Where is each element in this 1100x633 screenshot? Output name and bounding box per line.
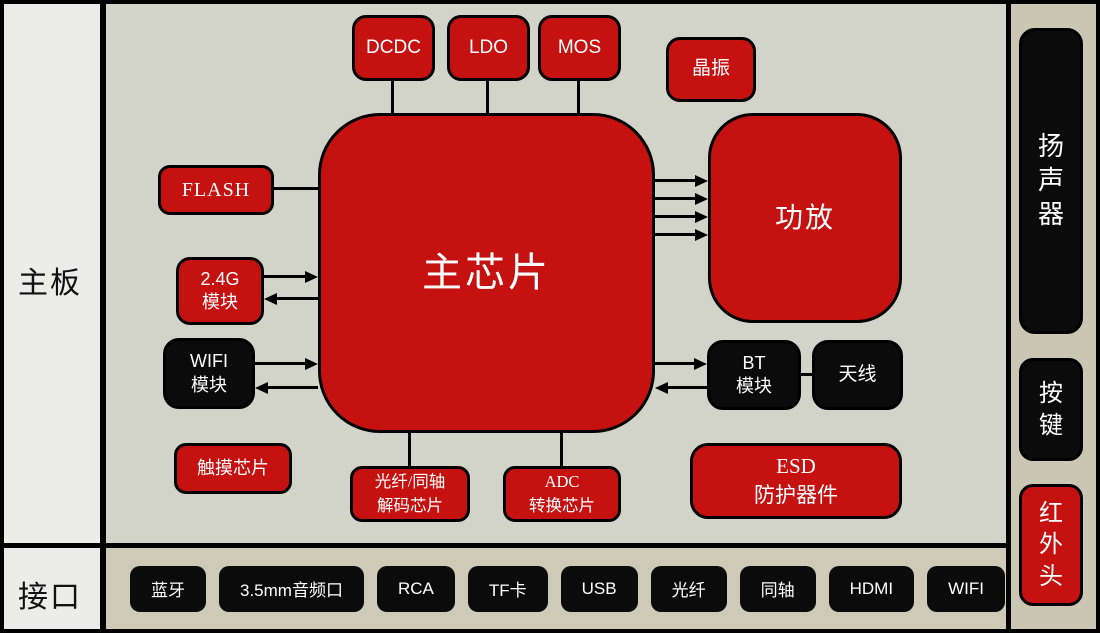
block-bt-module-line2: 模块 [736, 376, 772, 396]
block-wifi-module: WIFI 模块 [163, 338, 255, 409]
left-sidebar-background [0, 0, 103, 633]
block-main-chip-label: 主芯片 [422, 251, 551, 295]
arrow-2-4g-to-chip [264, 275, 305, 279]
block-crystal-oscillator: 晶振 [666, 37, 756, 102]
block-2-4g-module: 2.4G 模块 [176, 257, 264, 325]
right-divider-line [1006, 0, 1011, 633]
interface-coaxial: 同轴 [739, 565, 816, 612]
block-ir-receiver: 红外头 [1019, 484, 1083, 606]
block-adc-converter: ADC 转换芯片 [503, 466, 621, 522]
block-2-4g-module-line1: 2.4G [200, 268, 240, 289]
block-ir-receiver-label: 红外头 [1039, 500, 1063, 590]
block-crystal-oscillator-label: 晶振 [691, 58, 730, 80]
arrow-chip-to-wifi [268, 386, 318, 390]
arrow-chip-to-bt [655, 362, 694, 366]
interface-3-5mm-audio: 3.5mm音频口 [219, 565, 364, 612]
block-dcdc-label: DCDC [366, 36, 421, 58]
block-bt-module: BT 模块 [707, 340, 801, 410]
block-optical-coaxial-decoder: 光纤/同轴 解码芯片 [350, 466, 470, 522]
block-2-4g-module-line2: 模块 [202, 292, 238, 312]
block-ldo-label: LDO [468, 36, 509, 58]
block-esd-protection-line1: ESD [776, 453, 816, 478]
block-touch-chip-label: 触摸芯片 [197, 457, 269, 478]
interface-bluetooth: 蓝牙 [130, 565, 206, 612]
block-keys: 按键 [1019, 358, 1083, 461]
connector-flash-chip [274, 187, 318, 190]
block-speaker: 扬声器 [1019, 28, 1083, 334]
block-esd-protection-line2: 防护器件 [754, 483, 838, 507]
interface-tf-card: TF卡 [467, 565, 548, 612]
block-mos-label: MOS [557, 36, 602, 58]
block-wifi-module-line2: 模块 [191, 374, 227, 395]
block-amplifier-label: 功放 [774, 201, 835, 233]
arrow-bt-to-chip [668, 386, 707, 390]
block-wifi-module-line1: WIFI [190, 351, 228, 372]
sidebar-label-interface: 接口 [18, 581, 82, 614]
block-dcdc: DCDC [352, 15, 435, 81]
interface-optical: 光纤 [650, 565, 727, 612]
block-antenna-label: 天线 [838, 363, 877, 385]
block-esd-protection: ESD 防护器件 [690, 443, 902, 519]
sidebar-label-motherboard: 主板 [18, 267, 82, 300]
block-touch-chip: 触摸芯片 [174, 443, 292, 494]
left-divider-line [100, 0, 106, 633]
arrow-chip-to-amplifier-2 [655, 197, 695, 201]
connector-chip-adc [560, 433, 563, 466]
block-amplifier: 功放 [708, 113, 902, 323]
connector-dcdc-chip [391, 81, 394, 113]
arrow-chip-to-amplifier-3 [655, 215, 695, 219]
block-flash-label: FLASH [181, 179, 251, 201]
block-bt-module-line1: BT [742, 352, 766, 373]
block-optical-coaxial-decoder-line1: 光纤/同轴 [374, 472, 446, 492]
interface-hdmi: HDMI [828, 565, 915, 612]
interface-usb: USB [560, 565, 638, 612]
arrow-chip-to-amplifier-1 [655, 179, 695, 183]
block-adc-converter-line2: 转换芯片 [529, 496, 595, 515]
connector-chip-decoder [408, 433, 411, 466]
interface-wifi: WIFI [927, 565, 1005, 612]
block-main-chip: 主芯片 [318, 113, 655, 433]
connector-mos-chip [577, 81, 580, 113]
arrow-chip-to-amplifier-4 [655, 233, 695, 237]
block-ldo: LDO [447, 15, 530, 81]
block-speaker-label: 扬声器 [1037, 131, 1064, 229]
block-adc-converter-line1: ADC [544, 472, 580, 492]
connector-ldo-chip [486, 81, 489, 113]
block-flash: FLASH [158, 165, 274, 215]
connector-bt-antenna [801, 373, 812, 376]
block-antenna: 天线 [812, 340, 903, 410]
interface-rca: RCA [376, 565, 455, 612]
block-keys-label: 按键 [1039, 380, 1063, 439]
block-optical-coaxial-decoder-line2: 解码芯片 [377, 496, 443, 515]
interface-row: 蓝牙 3.5mm音频口 RCA TF卡 USB 光纤 同轴 HDMI WIFI [106, 548, 1006, 629]
horizontal-divider-line [4, 543, 1006, 548]
arrow-chip-to-2-4g [277, 297, 318, 301]
block-mos: MOS [538, 15, 621, 81]
arrow-wifi-to-chip [255, 362, 305, 366]
